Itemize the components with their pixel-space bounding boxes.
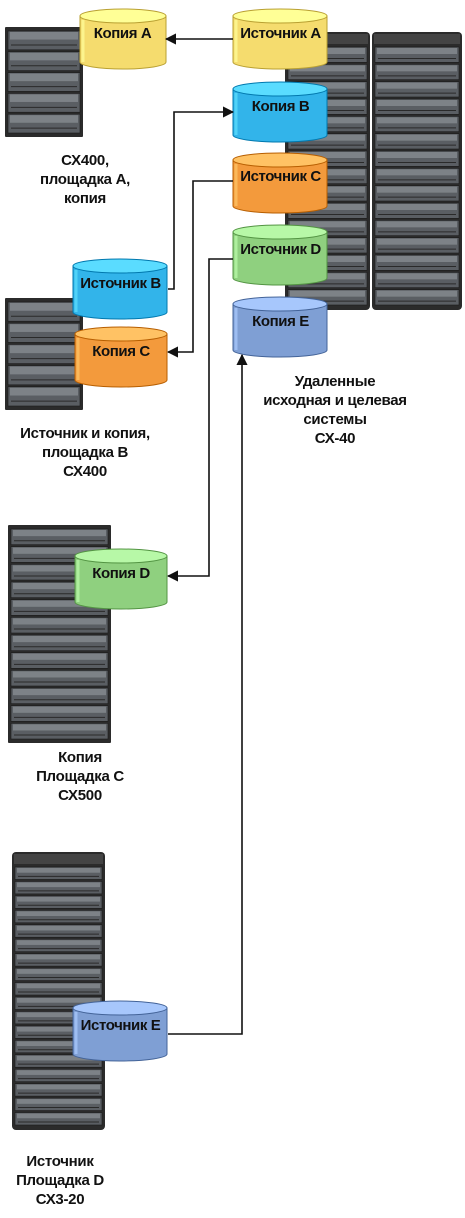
volume-source-b bbox=[72, 258, 168, 320]
caption-line: Площадка D bbox=[16, 1172, 104, 1189]
caption-remote-systems: Удаленные исходная и целевая системы СХ-… bbox=[255, 372, 415, 448]
caption-line: Источник и копия, bbox=[20, 425, 150, 442]
storage-rack-cx400-a bbox=[5, 27, 83, 137]
caption-site-b: Источник и копия, площадка В СХ400 bbox=[0, 424, 170, 481]
link-source-d-to-copy-d bbox=[166, 258, 233, 582]
caption-line: исходная и целевая bbox=[263, 392, 407, 409]
volume-copy-a bbox=[79, 8, 167, 70]
caption-line: СХ500 bbox=[58, 787, 102, 804]
storage-rack-cx320-d bbox=[12, 852, 105, 1130]
link-source-b-to-copy-b bbox=[168, 106, 235, 290]
storage-rack-cx40-right bbox=[372, 32, 462, 310]
volume-copy-b bbox=[232, 81, 328, 143]
caption-line: площадка В bbox=[41, 444, 129, 461]
caption-line: СХ-40 bbox=[314, 430, 356, 447]
caption-line: Площадка С bbox=[36, 768, 124, 785]
caption-line: системы bbox=[303, 411, 367, 428]
volume-source-e bbox=[72, 1000, 168, 1062]
caption-site-a: СХ400, площадка А, копия bbox=[25, 151, 145, 208]
caption-line: Копия bbox=[58, 749, 102, 766]
link-source-e-to-copy-e bbox=[168, 353, 248, 1035]
caption-line: Источник bbox=[26, 1153, 94, 1170]
volume-source-a bbox=[232, 8, 328, 70]
volume-source-d bbox=[232, 224, 328, 286]
storage-rack-cx400-b bbox=[5, 298, 83, 410]
caption-site-c: Копия Площадка С СХ500 bbox=[10, 748, 150, 805]
caption-line: Удаленные bbox=[294, 373, 376, 390]
caption-line: копия bbox=[63, 190, 106, 207]
caption-line: СХ400, bbox=[61, 152, 109, 169]
caption-line: СХ3-20 bbox=[35, 1191, 85, 1208]
volume-copy-c bbox=[74, 326, 168, 388]
caption-site-d: Источник Площадка D СХ3-20 bbox=[5, 1152, 115, 1209]
volume-copy-e bbox=[232, 296, 328, 358]
caption-line: СХ400 bbox=[63, 463, 107, 480]
volume-copy-d bbox=[74, 548, 168, 610]
caption-line: площадка А, bbox=[40, 171, 130, 188]
volume-source-c bbox=[232, 152, 328, 214]
storage-rack-cx500-c bbox=[8, 525, 111, 743]
link-source-c-to-copy-c bbox=[166, 180, 233, 358]
